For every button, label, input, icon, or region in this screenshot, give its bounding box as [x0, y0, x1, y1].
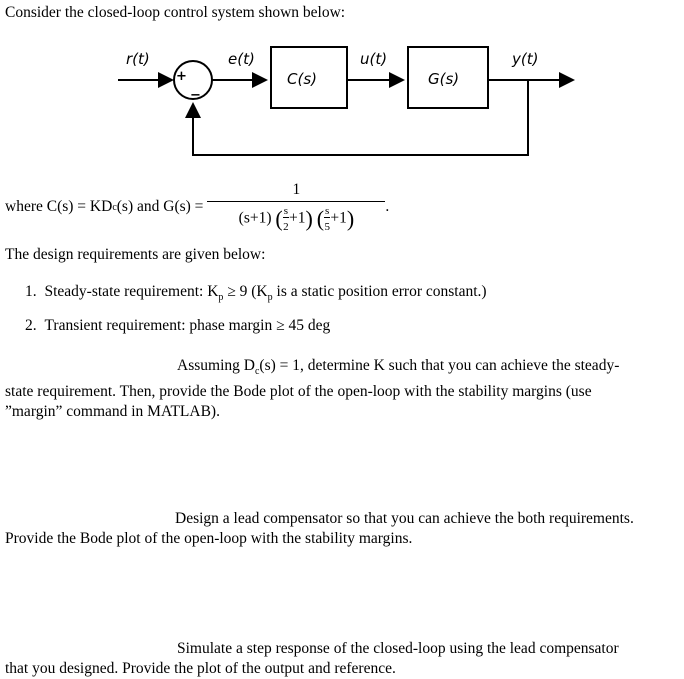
controller-block — [270, 46, 348, 109]
factor1: (s+1) — [238, 209, 272, 227]
frac1-num: s — [282, 205, 290, 218]
plus-one-1: +1 — [289, 209, 306, 227]
req2-number: 2. — [25, 317, 37, 334]
frac1-den: 2 — [283, 221, 289, 233]
where-prefix: where C(s) = KD — [5, 198, 113, 215]
e-label: e(t) — [228, 50, 255, 68]
g-numerator: 1 — [207, 181, 386, 202]
task1-line1a: Assuming D — [177, 357, 255, 374]
task1-line1b: (s) = 1, determine K such that you can a… — [259, 357, 620, 374]
minus-sign: − — [190, 88, 201, 103]
task2-paragraph: Design a lead compensator so that you ca… — [5, 509, 677, 549]
g-block-label: G(s) — [428, 70, 459, 88]
task1-line2: state requirement. Then, provide the Bod… — [5, 383, 592, 401]
intro-text: Consider the closed-loop control system … — [5, 4, 346, 21]
c-block-label: C(s) — [287, 70, 317, 88]
u-label: u(t) — [360, 50, 387, 68]
period: . — [385, 198, 390, 215]
block-diagram: r(t) e(t) u(t) y(t) C(s) G(s) + − — [118, 46, 575, 156]
requirement-2: 2. Transient requirement: phase margin ≥… — [25, 317, 330, 335]
req1-sub: p — [218, 292, 224, 304]
task1-line3: ”margin” command in MATLAB). — [5, 403, 220, 421]
plant-block — [407, 46, 489, 109]
y-label: y(t) — [511, 50, 538, 68]
req1-text: Steady-state requirement: K — [44, 283, 219, 300]
task2-line1: Design a lead compensator so that you ca… — [175, 510, 634, 527]
task3-line2: that you designed. Provide the plot of t… — [5, 660, 396, 677]
requirement-1: 1. Steady-state requirement: Kp ≥ 9 (Kp … — [25, 283, 487, 303]
task2-line2: Provide the Bode plot of the open-loop w… — [5, 530, 413, 547]
task1-paragraph: Assuming Dc(s) = 1, determine K such tha… — [5, 356, 677, 422]
req1-rest2: is a static position error constant.) — [272, 283, 487, 300]
req1-rest: ≥ 9 (K — [223, 283, 268, 300]
req1-sub2: p — [267, 292, 273, 304]
frac2-den: 5 — [324, 221, 330, 233]
plus-sign: + — [176, 69, 187, 84]
task1-sub: c — [254, 366, 260, 378]
plus-one-2: +1 — [330, 209, 347, 227]
feedback-path — [185, 80, 529, 156]
task3-paragraph: Simulate a step response of the closed-l… — [5, 639, 677, 679]
task3-line1: Simulate a step response of the closed-l… — [177, 640, 619, 657]
where-middle: (s) and G(s) = — [116, 198, 204, 215]
task1-line1: Assuming Dc(s) = 1, determine K such tha… — [5, 356, 677, 382]
r-label: r(t) — [126, 50, 150, 68]
frac2-num: s — [324, 205, 331, 218]
req2-text: Transient requirement: phase margin ≥ 45… — [44, 317, 331, 334]
requirements-heading: The design requirements are given below: — [5, 246, 266, 263]
where-sub: c — [112, 201, 117, 213]
req1-number: 1. — [25, 283, 37, 300]
